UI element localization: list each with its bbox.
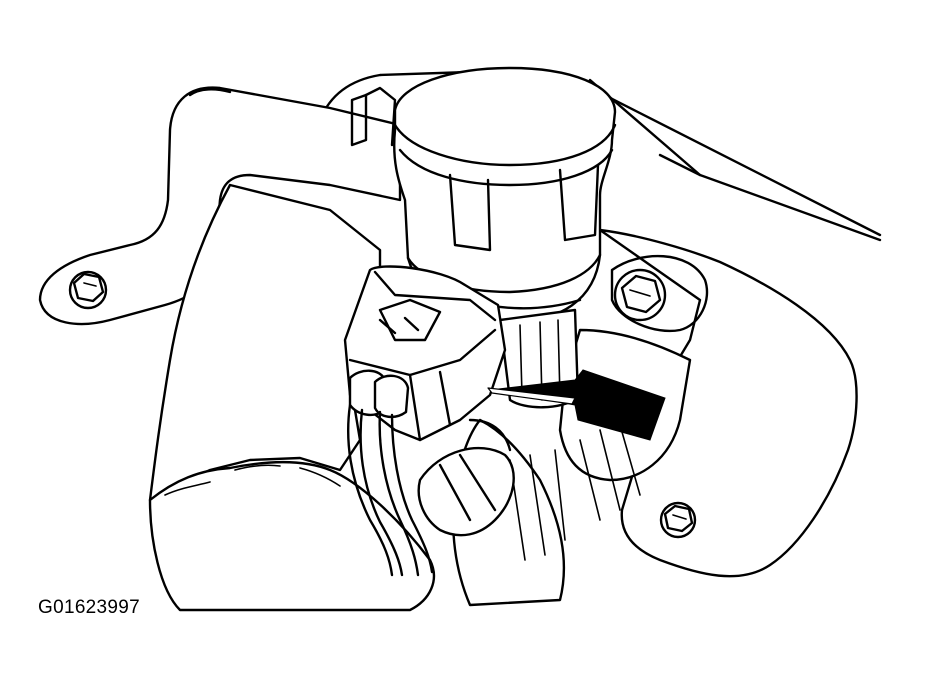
electrical-connector: [343, 265, 507, 442]
right-mounting-bracket: [598, 228, 858, 578]
bolt-upper-right: [613, 268, 667, 322]
wire-harness: [347, 403, 515, 577]
housing-body: [148, 183, 692, 612]
pointer-arrow: [487, 369, 666, 441]
figure-code-label: G01623997: [38, 597, 141, 618]
sensor-cap: [350, 66, 617, 324]
bolt-left: [68, 270, 108, 310]
bolt-lower-right: [659, 501, 697, 539]
